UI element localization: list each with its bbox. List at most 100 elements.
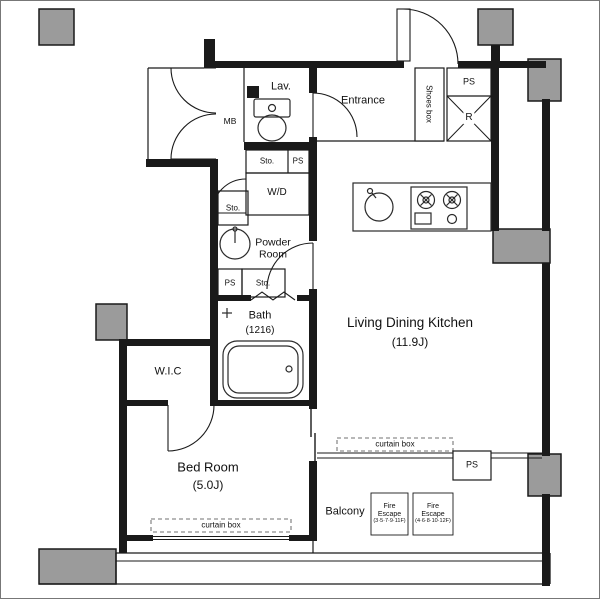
wall-segment — [297, 295, 309, 301]
wall-segment — [214, 400, 317, 406]
room-label-wic: W.I.C — [154, 365, 182, 378]
column — [527, 453, 562, 497]
sto-lower-outline — [241, 268, 286, 298]
sliding-door-icon — [310, 409, 316, 461]
room-label-ps-lower: PS — [224, 278, 236, 288]
bath-tap-icon — [222, 308, 232, 318]
kitchen-faucet-arm — [371, 192, 377, 199]
room-label-refrigerator: R — [463, 112, 475, 124]
wall-segment — [119, 339, 218, 346]
door-swing-arc — [170, 113, 217, 160]
toilet-flush-button — [267, 103, 277, 113]
wall-segment — [309, 461, 317, 541]
wall-segment — [119, 400, 168, 406]
walls — [119, 39, 550, 586]
room-label-powder-room: Powder Room — [255, 236, 291, 261]
wall-segment — [491, 68, 499, 231]
room-label-balcony: Balcony — [325, 505, 365, 518]
folding-door-icon — [250, 291, 296, 301]
wall-segment — [204, 61, 404, 68]
wall-segment — [218, 295, 251, 301]
tub-inner — [227, 345, 299, 394]
room-label-sto-lower: Sto. — [255, 278, 271, 288]
toilet-bowl — [257, 114, 287, 142]
ps-r-block-outline — [446, 67, 492, 142]
fire-escape-1: Fire Escape (3·5·7·9·11F) — [371, 493, 408, 535]
columns — [38, 8, 562, 585]
wall-segment — [542, 99, 550, 231]
tub-outer — [222, 340, 304, 399]
burner-center — [422, 196, 430, 204]
room-size-ldk: (11.9J) — [391, 334, 429, 349]
door-swing-arc — [167, 404, 215, 452]
room-label-sto-left: Sto. — [225, 203, 241, 213]
curtain-boxes — [150, 437, 454, 533]
room-label-mb: MB — [223, 115, 237, 126]
room-label-bedroom: Bed Room — [177, 459, 239, 475]
curtain-box-outline — [336, 437, 454, 452]
wall-segment — [309, 289, 317, 409]
column — [38, 8, 75, 46]
wall-segment — [244, 142, 317, 150]
fire-escape-label: Fire Escape — [421, 503, 445, 518]
wic-door-icon — [167, 404, 215, 452]
grill — [414, 212, 432, 225]
room-label-lav: Lav. — [271, 80, 291, 93]
doors — [167, 8, 459, 461]
door-swing-arc — [266, 242, 314, 290]
column — [477, 8, 514, 46]
balcony-railing — [39, 552, 551, 585]
fire-escape-label: Fire Escape — [377, 503, 402, 518]
shoes-box-outline — [414, 67, 445, 142]
kitchen-faucet — [366, 187, 374, 195]
wall-segment — [309, 150, 317, 241]
fixtures — [219, 86, 492, 399]
column — [492, 228, 551, 264]
column — [38, 548, 117, 585]
faucet-head — [232, 226, 238, 232]
room-label-ldk: Living Dining Kitchen — [346, 315, 474, 331]
door-swing-arc — [402, 8, 459, 65]
room-label-washer-dryer: W/D — [267, 187, 287, 199]
wall-segment — [542, 494, 550, 586]
room-label-sto-upper: Sto. — [259, 156, 275, 166]
door-swing-arc — [312, 92, 358, 138]
room-label-ps-balcony: PS — [465, 459, 479, 470]
partitions — [147, 67, 492, 553]
wall-segment — [204, 39, 215, 63]
lavatory-door-icon — [312, 92, 358, 138]
room-size-bedroom: (5.0J) — [192, 477, 224, 492]
toilet-icon — [253, 98, 291, 142]
door-swing-arc — [211, 178, 247, 214]
door-swing-arc — [170, 67, 217, 114]
sink-icon — [219, 226, 251, 260]
column — [95, 303, 128, 341]
sto-left-outline — [217, 190, 249, 226]
wall-segment — [309, 137, 317, 150]
stove-outline — [410, 186, 468, 230]
ps-balcony-outline — [452, 450, 492, 481]
burner-small — [446, 213, 458, 225]
wall-segment — [119, 535, 153, 541]
tub-drain — [285, 365, 293, 373]
burner — [416, 190, 436, 210]
fire-escape-2: Fire Escape (4·6·8·10·12F) — [413, 493, 453, 535]
annotation-curtain-box-bedroom: curtain box — [201, 520, 241, 530]
wall-segment — [458, 61, 546, 68]
vent-icon — [247, 86, 259, 98]
fire-escape-outline — [370, 492, 409, 536]
kitchen-sink-icon — [364, 192, 394, 222]
door-leaf — [396, 8, 411, 62]
room-label-entrance: Entrance — [340, 94, 386, 107]
fire-escape-outline — [412, 492, 454, 536]
powder-door-icon — [266, 242, 314, 290]
burner-tick — [446, 194, 458, 206]
double-door-icon — [170, 67, 217, 160]
washer-door-icon — [211, 178, 247, 214]
wall-segment — [210, 159, 218, 406]
wall-segment — [146, 159, 218, 167]
washer-dryer-outline — [245, 172, 310, 216]
room-label-ps-top: PS — [462, 76, 476, 87]
